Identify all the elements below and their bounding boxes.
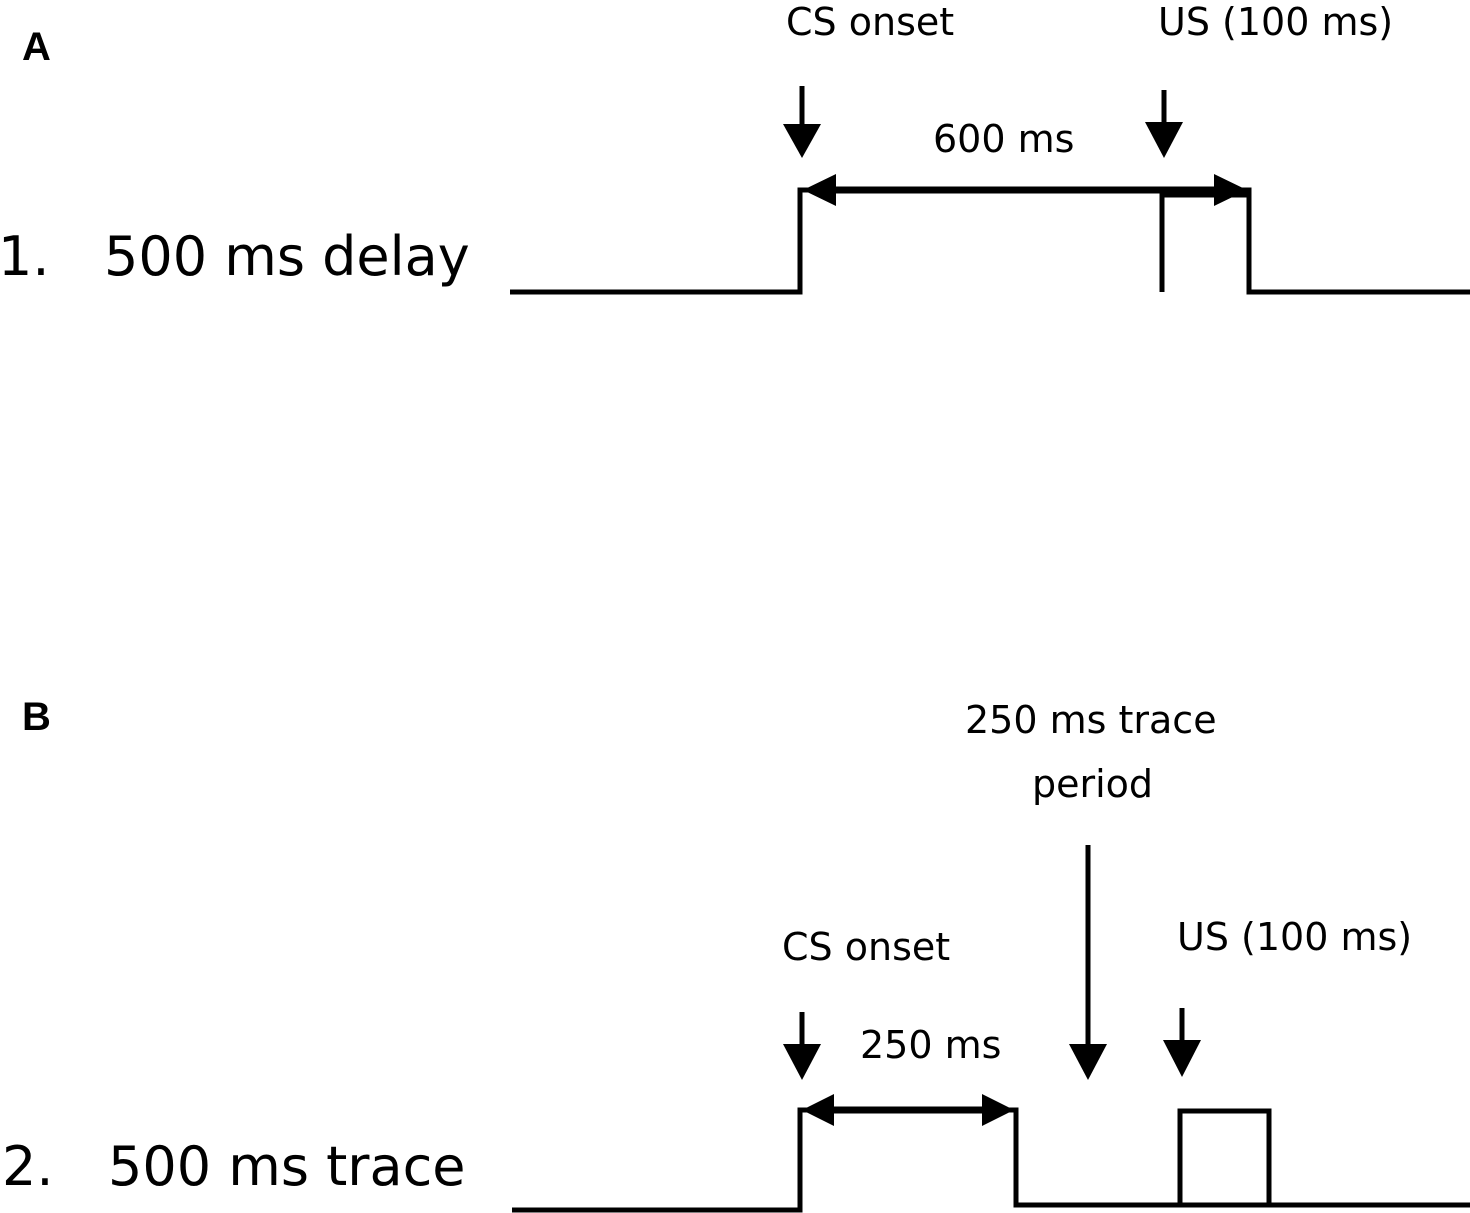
panel-b-cs-arrow (783, 1012, 821, 1080)
panel-b-cs-trace (512, 1107, 1470, 1213)
panel-b-letter: B (22, 695, 51, 739)
panel-a: A 1. 500 ms delay CS onset US (100 ms) 6… (0, 0, 1470, 295)
panel-a-letter: A (22, 25, 51, 69)
panel-b-condition-number: 2. (2, 1135, 54, 1198)
panel-b-us-label: US (100 ms) (1177, 915, 1412, 959)
panel-b-interval-arrow (802, 1094, 1014, 1126)
panel-a-interval-arrow (803, 174, 1247, 206)
panel-a-condition-number: 1. (0, 225, 50, 288)
panel-b-trace-arrow (1069, 845, 1107, 1080)
panel-b-us-pulse (1177, 1108, 1272, 1205)
panel-b-cs-onset-label: CS onset (782, 925, 950, 969)
panel-a-us-pulse (1159, 192, 1249, 292)
panel-a-cs-arrow (783, 86, 821, 158)
panel-b-interval-label: 250 ms (860, 1023, 1001, 1067)
panel-b: B 2. 500 ms trace 250 ms trace period CS… (2, 695, 1470, 1213)
panel-b-condition-label: 500 ms trace (108, 1135, 466, 1198)
panel-a-us-arrow (1145, 90, 1183, 158)
panel-a-cs-trace (510, 187, 1470, 295)
panel-a-condition-label: 500 ms delay (104, 225, 470, 288)
panel-a-interval-label: 600 ms (933, 117, 1074, 161)
panel-b-trace-label-line1: 250 ms trace (965, 698, 1217, 742)
panel-a-cs-onset-label: CS onset (786, 0, 954, 44)
panel-b-trace-label-line2: period (1032, 762, 1153, 806)
panel-b-us-arrow (1163, 1008, 1201, 1077)
panel-a-us-label: US (100 ms) (1158, 0, 1393, 44)
